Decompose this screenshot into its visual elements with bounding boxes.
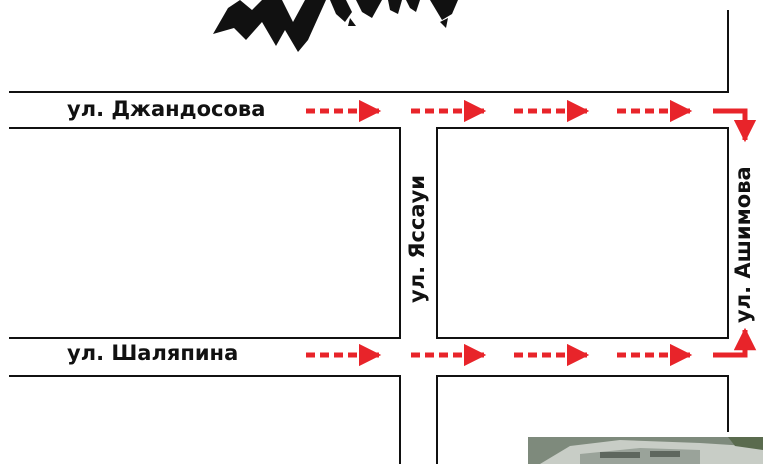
block-middle-left bbox=[9, 127, 401, 339]
building-photo-thumbnail-icon bbox=[528, 437, 763, 464]
street-label-yassaui: ул. Яссауи bbox=[405, 175, 429, 303]
block-bottom-left bbox=[9, 375, 401, 464]
route-turn-shalyapina-ashimova bbox=[713, 327, 757, 358]
block-top-right bbox=[9, 10, 729, 93]
mountain-illustration-icon bbox=[213, 0, 458, 52]
block-bottom-right bbox=[436, 375, 729, 464]
block-middle-right bbox=[436, 127, 729, 339]
street-label-ashimova: ул. Ашимова bbox=[731, 166, 755, 323]
street-label-shalyapina: ул. Шаляпина bbox=[67, 341, 239, 365]
route-turn-ashimova bbox=[713, 108, 757, 143]
street-label-dzhandosova: ул. Джандосова bbox=[67, 97, 266, 121]
